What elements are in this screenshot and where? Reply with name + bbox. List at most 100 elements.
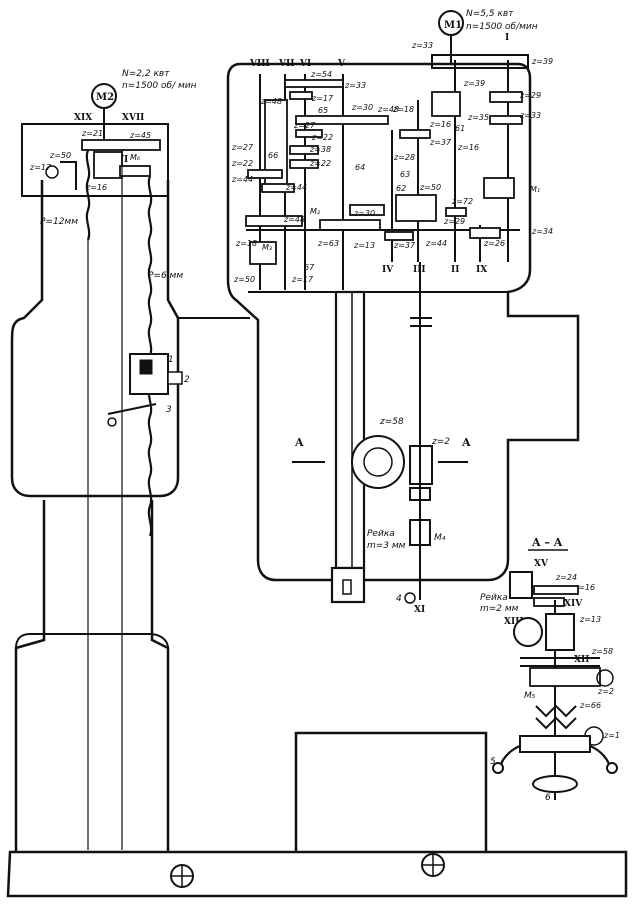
gear-label-63: 63 [400,170,410,179]
arm-gear-z17: z=17 [29,163,52,172]
worm-z: z=2 [431,437,450,447]
rack-main-module: m=3 мм [367,541,406,551]
spindle-assembly: z=58 z=2 M₄ Рейка m=3 мм 4 XI A A [292,290,471,615]
gear-z30-b: z=30 [353,209,375,218]
gear-z27-b: z=27 [231,143,254,152]
rack-section-module: m=2 мм [480,604,519,614]
section-gear-z24: z=24 [555,573,577,582]
gear-z34: z=34 [531,227,553,236]
section-gear-z58: z=58 [591,647,613,656]
gear-label-64: 64 [355,163,365,172]
gear-z72: z=72 [451,197,473,206]
machine-base [6,731,628,898]
gear-z17-b: z=17 [291,275,314,284]
clutch-m3: M₃ [262,243,272,252]
gear-z48-c: z=48 [283,215,305,224]
gear-z63: z=63 [317,239,339,248]
gear-z54: z=54 [310,70,332,79]
motor-m1-speed: n=1500 об/мин [466,22,538,32]
shaft-label-xvii: XVII [122,113,144,123]
section-gear-z66: z=66 [579,701,601,710]
motor-m2-power: N=2,2 квт [122,69,170,79]
clutch-m6: M₆ [130,153,141,162]
gear-z38: z=38 [309,145,331,154]
shaft-label-xiv: XIV [564,599,583,609]
shaft-label-v: V [337,59,346,69]
clutch-m2: M₂ [310,207,321,216]
gear-z17: z=17 [311,94,334,103]
rack-section-title: Рейка [480,593,508,603]
pitch-6: P=6 мм [148,271,183,281]
section-marker-right: A [461,436,471,449]
shaft-label-xiii: XIII [504,617,524,627]
shaft-label-vi: VI [299,59,311,69]
callout-3: 3 [166,405,172,415]
gear-z44-a: z=44 [231,175,253,184]
section-title: A – A [531,536,563,549]
gear-z48: z=48 [260,97,282,106]
pitch-12: P=12мм [40,217,78,227]
machine-column [10,123,250,852]
worm-wheel-z: z=58 [379,417,404,427]
gear-z33-b: z=33 [519,111,541,120]
motor-m1: M1 N=5,5 квт n=1500 об/мин [438,9,538,64]
head-shafts [245,54,529,290]
section-gear-z13: z=13 [579,615,601,624]
arm-gear-z21: z=21 [81,129,103,138]
motor-m2-speed: n=1500 об/ мин [122,81,197,91]
gear-z44-b: z=44 [285,183,307,192]
gear-z44-c: z=44 [425,239,447,248]
clutch-m5: M₅ [524,691,536,701]
gear-z33: z=33 [344,81,366,90]
gear-z22-c: z=22 [231,159,253,168]
gear-z39-c: z=39 [463,79,485,88]
clutch-m4: M₄ [434,533,446,543]
shaft-label-xii: XII [574,655,589,665]
gear-label-62: 62 [396,184,406,193]
gear-z26: z=26 [483,239,505,248]
rack-main-title: Рейка [367,529,395,539]
gear-z22-b: z=22 [309,159,331,168]
shaft-label-viii: VIII [249,59,270,69]
gear-z30-a: z=30 [351,103,373,112]
motor-m1-label: M1 [444,20,462,31]
arm-gear-z16: z=16 [85,183,107,192]
shaft-label-vii: VII [278,59,294,69]
shaft-label-xi: XI [414,605,425,615]
drill-head-housing [226,62,580,582]
motor-m1-power: N=5,5 квт [466,9,514,19]
gear-z18: z=18 [392,105,414,114]
shaft-label-i: I [505,33,509,43]
clutch-m1: M₁ [530,185,540,194]
section-marker-left: A [294,436,304,449]
motor-m2-label: M2 [96,92,114,103]
gear-z33-top: z=33 [411,41,433,50]
shaft-label-ii: II [451,265,459,275]
shaft-label-ix: IX [476,265,487,275]
motor-m2: M2 N=2,2 квт n=1500 об/ мин [91,69,197,150]
gear-z22-a: z=22 [311,133,333,142]
gear-z27-a: z=27 [293,121,316,130]
callout-2: 2 [184,375,190,385]
section-a-a: A – A XV z=24 z=16 XIV Рейка m=2 мм XIII… [480,536,620,803]
gear-z48-b: z=48 [377,105,399,114]
callout-5: 5 [490,757,496,767]
gear-label-61: 61 [455,124,465,133]
gear-z35: z=35 [467,113,489,122]
gear-z37-b: z=37 [393,241,416,250]
shaft-label-xv: XV [534,559,549,569]
gear-z50-b: z=50 [233,275,255,284]
gear-label-65: 65 [318,106,328,115]
section-gear-z2: z=2 [597,687,614,696]
gear-z37-a: z=37 [429,138,452,147]
arm-gear-z45: z=45 [129,131,151,140]
arm-gear-z50: z=50 [49,151,71,160]
shaft-label-xix: XIX [74,113,92,123]
gear-label-67: 67 [304,263,315,272]
gear-label-66: 66 [268,151,278,160]
callout-6: 6 [545,793,551,803]
gear-z29-b: z=29 [519,91,541,100]
gear-z50-a: z=50 [419,183,441,192]
gear-z39-top: z=39 [531,57,553,66]
